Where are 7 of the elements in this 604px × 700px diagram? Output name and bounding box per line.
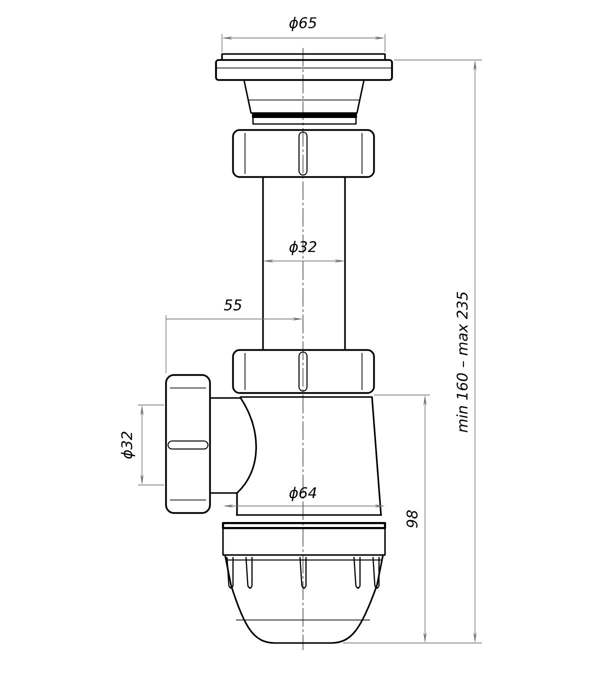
dimension-label: ϕ32 [290,240,316,256]
dimension-label: ϕ65 [290,16,316,32]
dimension-label: 55 [224,300,242,310]
dimension-label: 98 [406,510,418,528]
dimension-label: ϕ32 [120,432,136,458]
dimension-label: min 160 – max 235 [456,292,468,432]
dimension-label: ϕ64 [290,486,316,502]
